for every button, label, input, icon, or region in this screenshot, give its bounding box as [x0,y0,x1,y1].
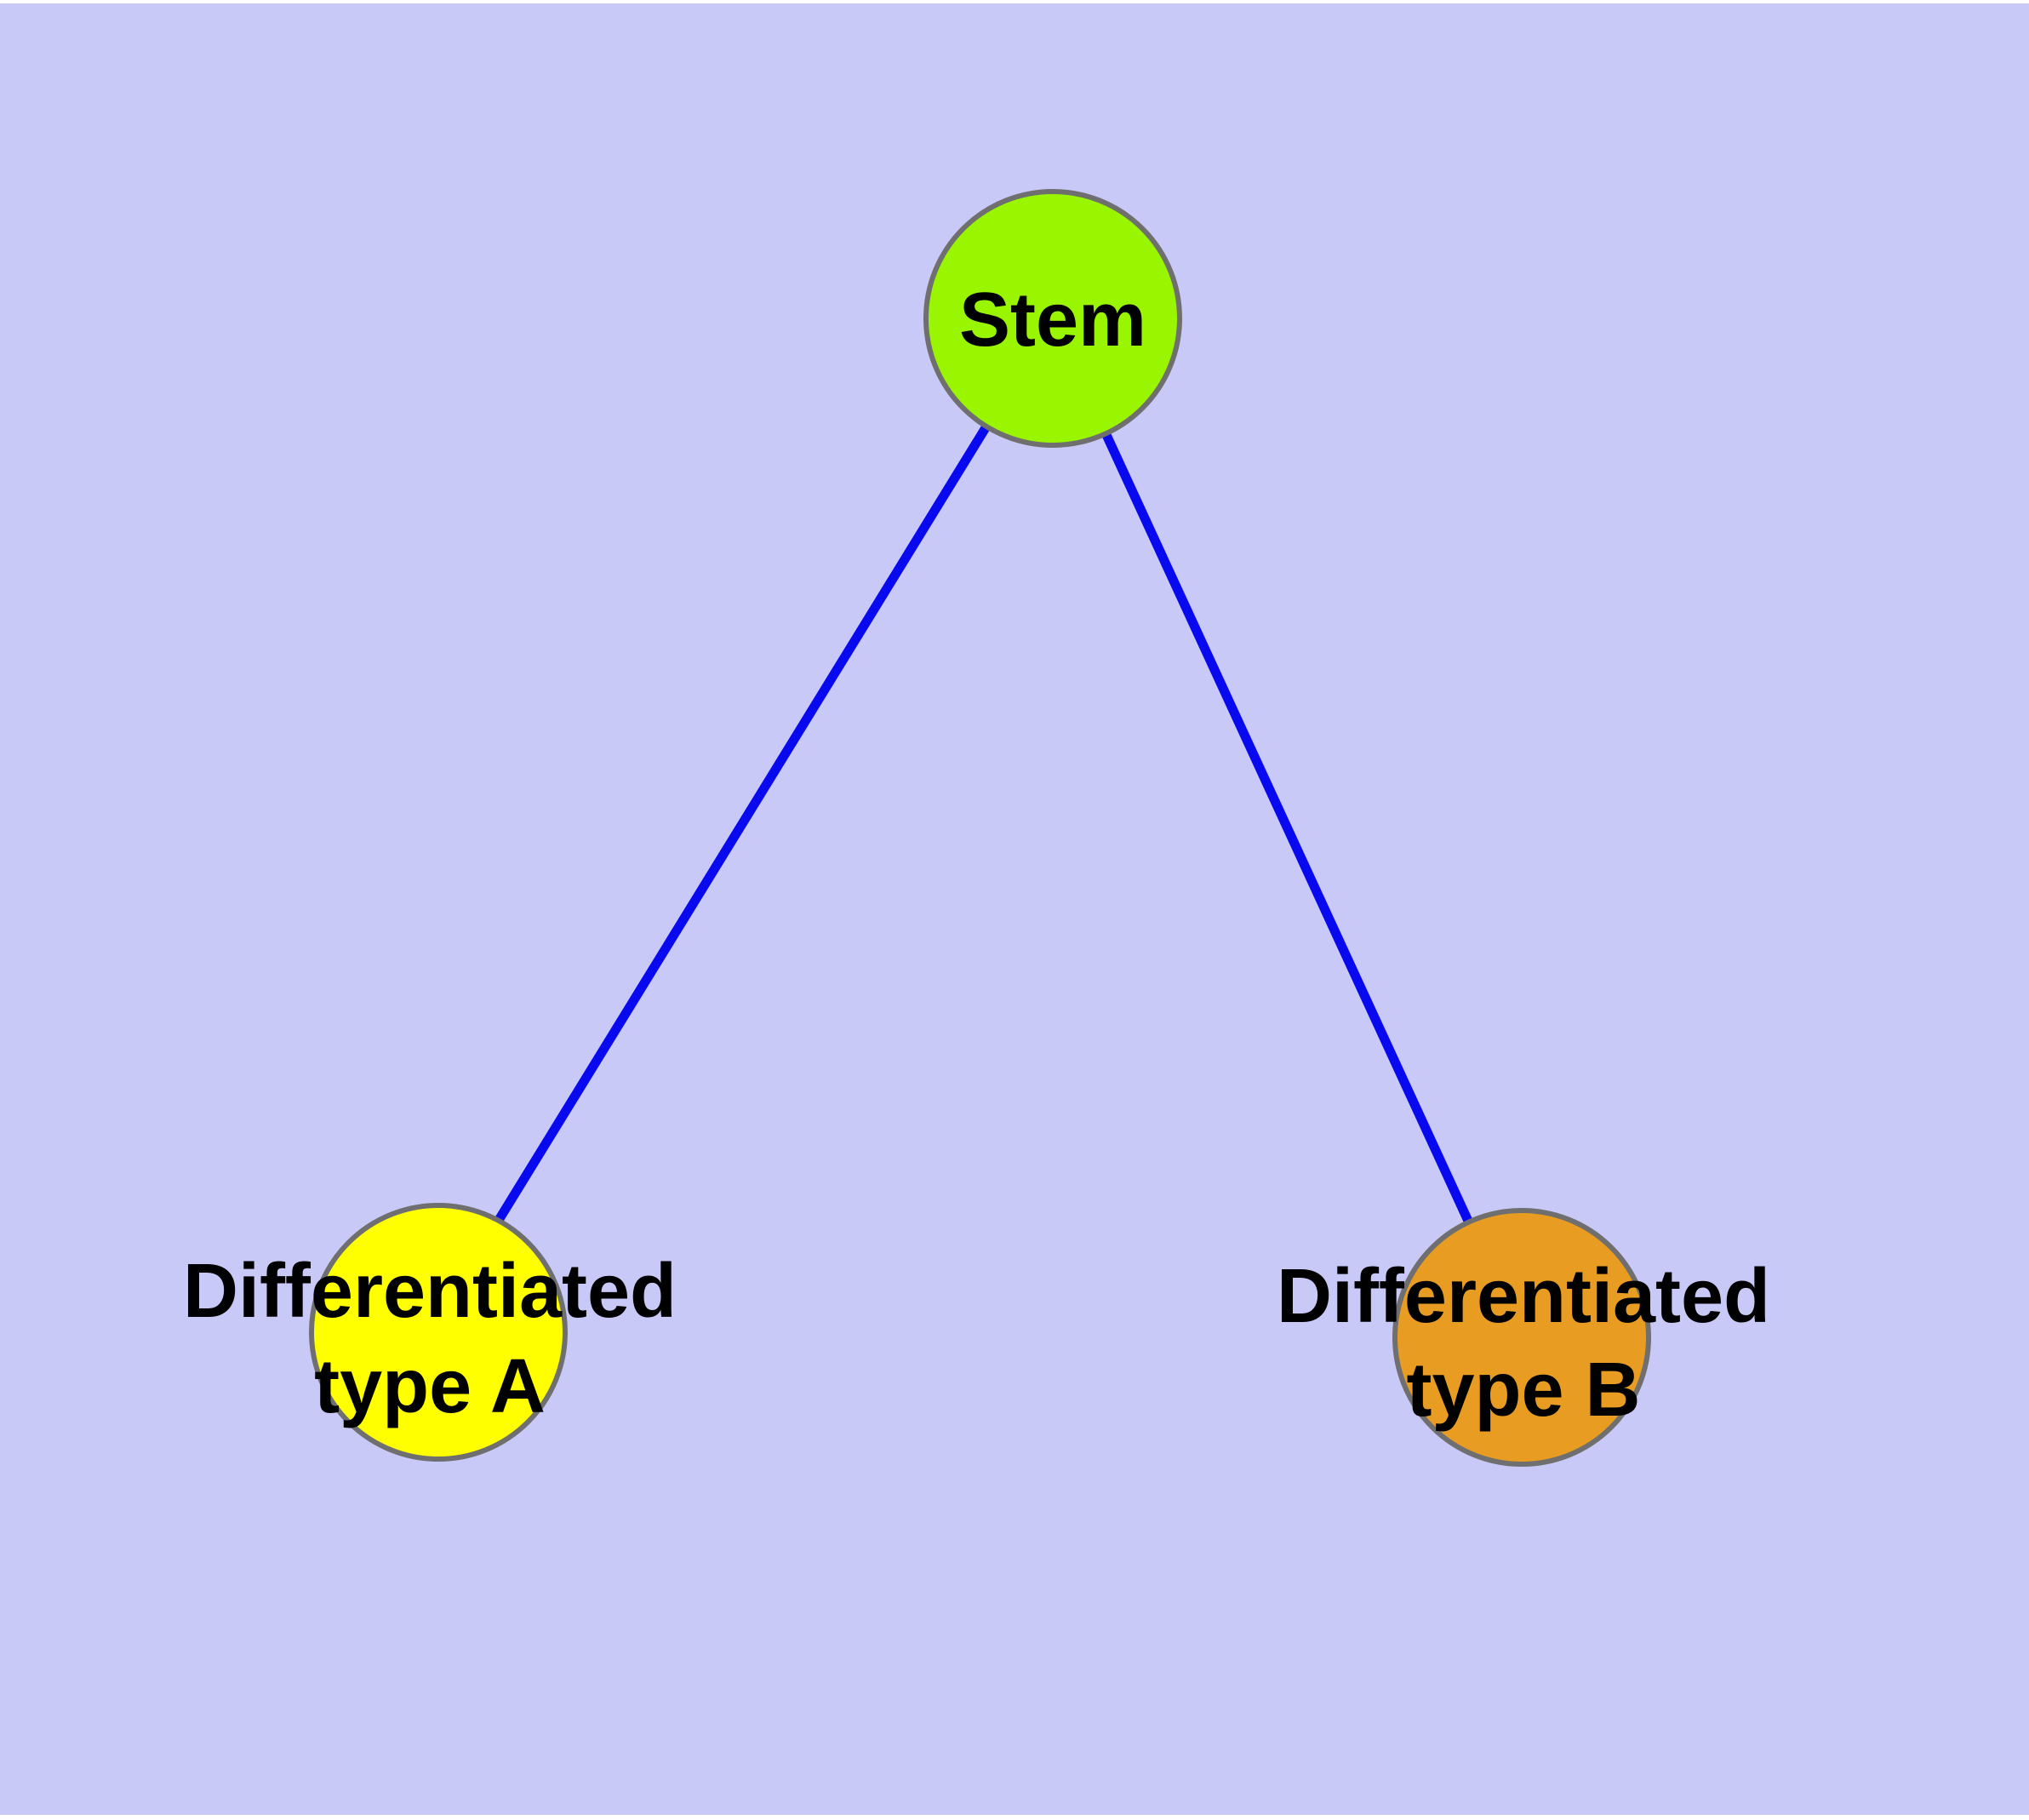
edge-stem-to-type-a [426,316,1057,1335]
node-stem [923,189,1182,448]
edge-stem-to-type-b [1049,316,1526,1340]
node-type-a-label-line2: type A [314,1344,546,1429]
node-differentiated-type-a [309,1203,568,1462]
node-type-b-label-line1: Differentiated [1277,1254,1770,1339]
node-differentiated-type-b [1392,1208,1651,1467]
node-stem-label: Stem [959,278,1146,363]
node-type-b-label-line2: type B [1406,1348,1640,1433]
node-type-a-label-line1: Differentiated [183,1249,677,1334]
